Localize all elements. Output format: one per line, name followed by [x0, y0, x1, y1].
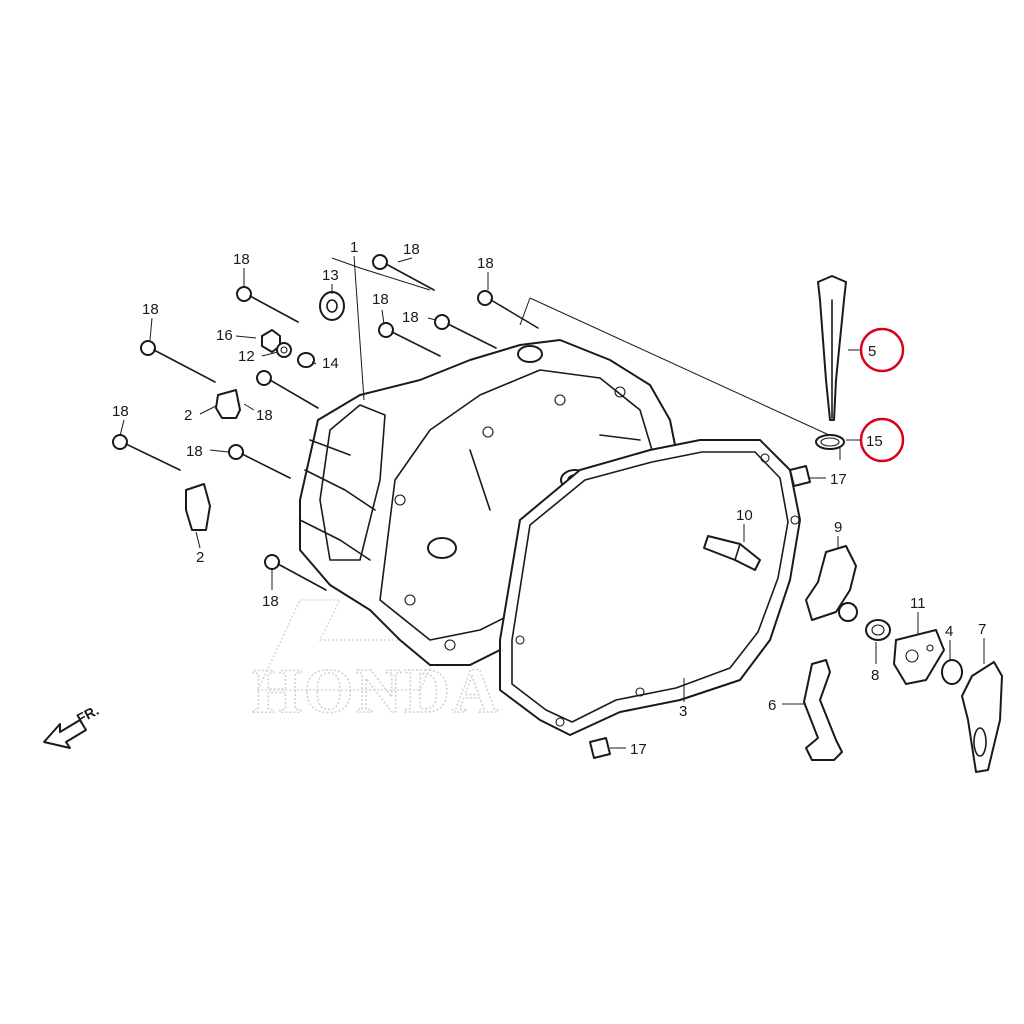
callout-18: 18 [233, 251, 250, 268]
callout-14: 14 [322, 355, 339, 372]
callout-17: 17 [630, 741, 647, 758]
callout-15: 15 [866, 433, 883, 450]
bolt [372, 254, 435, 291]
bolt [256, 370, 319, 409]
oil-dipstick [815, 275, 847, 450]
gasket [499, 439, 801, 736]
callout-7: 7 [978, 621, 986, 638]
bolt [264, 554, 327, 591]
callout-9: 9 [834, 519, 842, 536]
bearing [865, 619, 891, 641]
lifter-arm [803, 659, 843, 761]
small-hardware [261, 291, 345, 368]
bolt [434, 314, 497, 349]
callout-18: 18 [112, 403, 129, 420]
reference-lines [331, 257, 841, 460]
bolt [236, 286, 299, 323]
callout-17: 17 [830, 471, 847, 488]
callout-8: 8 [871, 667, 879, 684]
callout-2: 2 [184, 407, 192, 424]
callout-18: 18 [256, 407, 273, 424]
bolt [477, 290, 539, 329]
bolt [112, 434, 181, 471]
callout-1: 1 [350, 239, 358, 256]
callout-12: 12 [238, 348, 255, 365]
callout-10: 10 [736, 507, 753, 524]
callout-18: 18 [403, 241, 420, 258]
bolt [140, 340, 216, 383]
release-lever [961, 661, 1003, 773]
callout-2: 2 [196, 549, 204, 566]
callout-18: 18 [402, 309, 419, 326]
shaft [703, 535, 761, 571]
bolt [228, 444, 291, 479]
bolt [378, 322, 441, 357]
lifter-plate [893, 629, 945, 685]
watermark-text: HONDA [252, 655, 500, 726]
highlight-circle-15 [859, 417, 905, 463]
callout-18: 18 [262, 593, 279, 610]
leader-lines [119, 255, 985, 749]
honda-watermark: HONDA [251, 599, 500, 727]
callout-4: 4 [945, 623, 953, 640]
callout-18: 18 [477, 255, 494, 272]
callout-16: 16 [216, 327, 233, 344]
highlight-circle-5 [859, 327, 905, 373]
dowel-pins [589, 465, 811, 759]
callout-labels: 18 18 18 18 18 18 18 18 18 18 18 1 13 16… [112, 239, 986, 758]
callout-11: 11 [910, 595, 926, 612]
lifter-cam [805, 545, 858, 622]
flange-bolts [112, 254, 539, 591]
callout-18: 18 [372, 291, 389, 308]
front-direction-arrow: FR. [43, 702, 101, 749]
callout-3: 3 [679, 703, 687, 720]
o-ring [941, 659, 963, 685]
highlight-marks [859, 327, 905, 463]
callout-18: 18 [142, 301, 159, 318]
callout-13: 13 [322, 267, 339, 284]
callout-6: 6 [768, 697, 776, 714]
callout-18: 18 [186, 443, 203, 460]
bushings [185, 389, 241, 531]
callout-5: 5 [868, 343, 876, 360]
